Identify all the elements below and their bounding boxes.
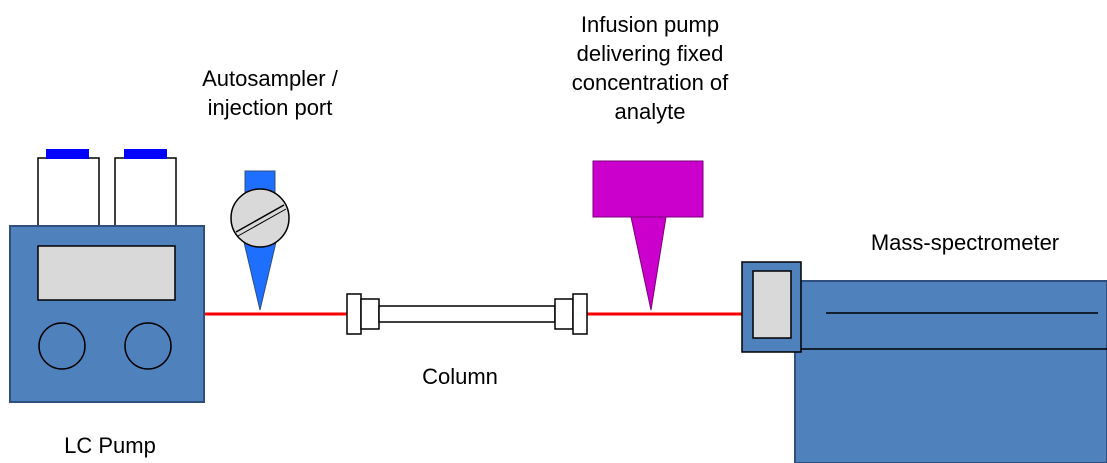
autosampler <box>230 170 290 311</box>
ms-source-window <box>752 270 792 339</box>
column <box>346 293 588 335</box>
infusion-needle <box>630 216 667 311</box>
infusion-pump-label: Infusion pump delivering fixed concentra… <box>571 12 729 124</box>
pump-knob-left <box>38 322 86 370</box>
infusion-pump <box>592 160 704 311</box>
pump-knob-right <box>124 322 172 370</box>
autosampler-label: Autosampler / injection port <box>202 66 338 120</box>
infusion-pump-body <box>592 160 704 218</box>
autosampler-needle <box>242 237 278 311</box>
solvent-bottle-2 <box>114 157 177 229</box>
column-fitting-left-inner <box>360 298 380 330</box>
ms-body <box>794 280 1107 463</box>
lc-pump <box>9 149 205 403</box>
solvent-bottle-1 <box>37 157 100 229</box>
column-fitting-right-inner <box>554 298 574 330</box>
lc-pump-label: LC Pump <box>64 433 156 458</box>
mass-spectrometer-label: Mass-spectrometer <box>870 230 1060 255</box>
pump-screen <box>37 245 176 301</box>
mass-spectrometer <box>741 261 1107 463</box>
valve-handle-inner <box>237 208 287 237</box>
column-label: Column <box>422 364 498 389</box>
bottle-cap-2 <box>124 149 167 159</box>
column-fitting-left-outer <box>346 293 362 335</box>
column-tube <box>378 305 556 323</box>
column-fitting-right-outer <box>572 293 588 335</box>
bottle-cap-1 <box>46 149 89 159</box>
valve-handle <box>235 204 285 233</box>
